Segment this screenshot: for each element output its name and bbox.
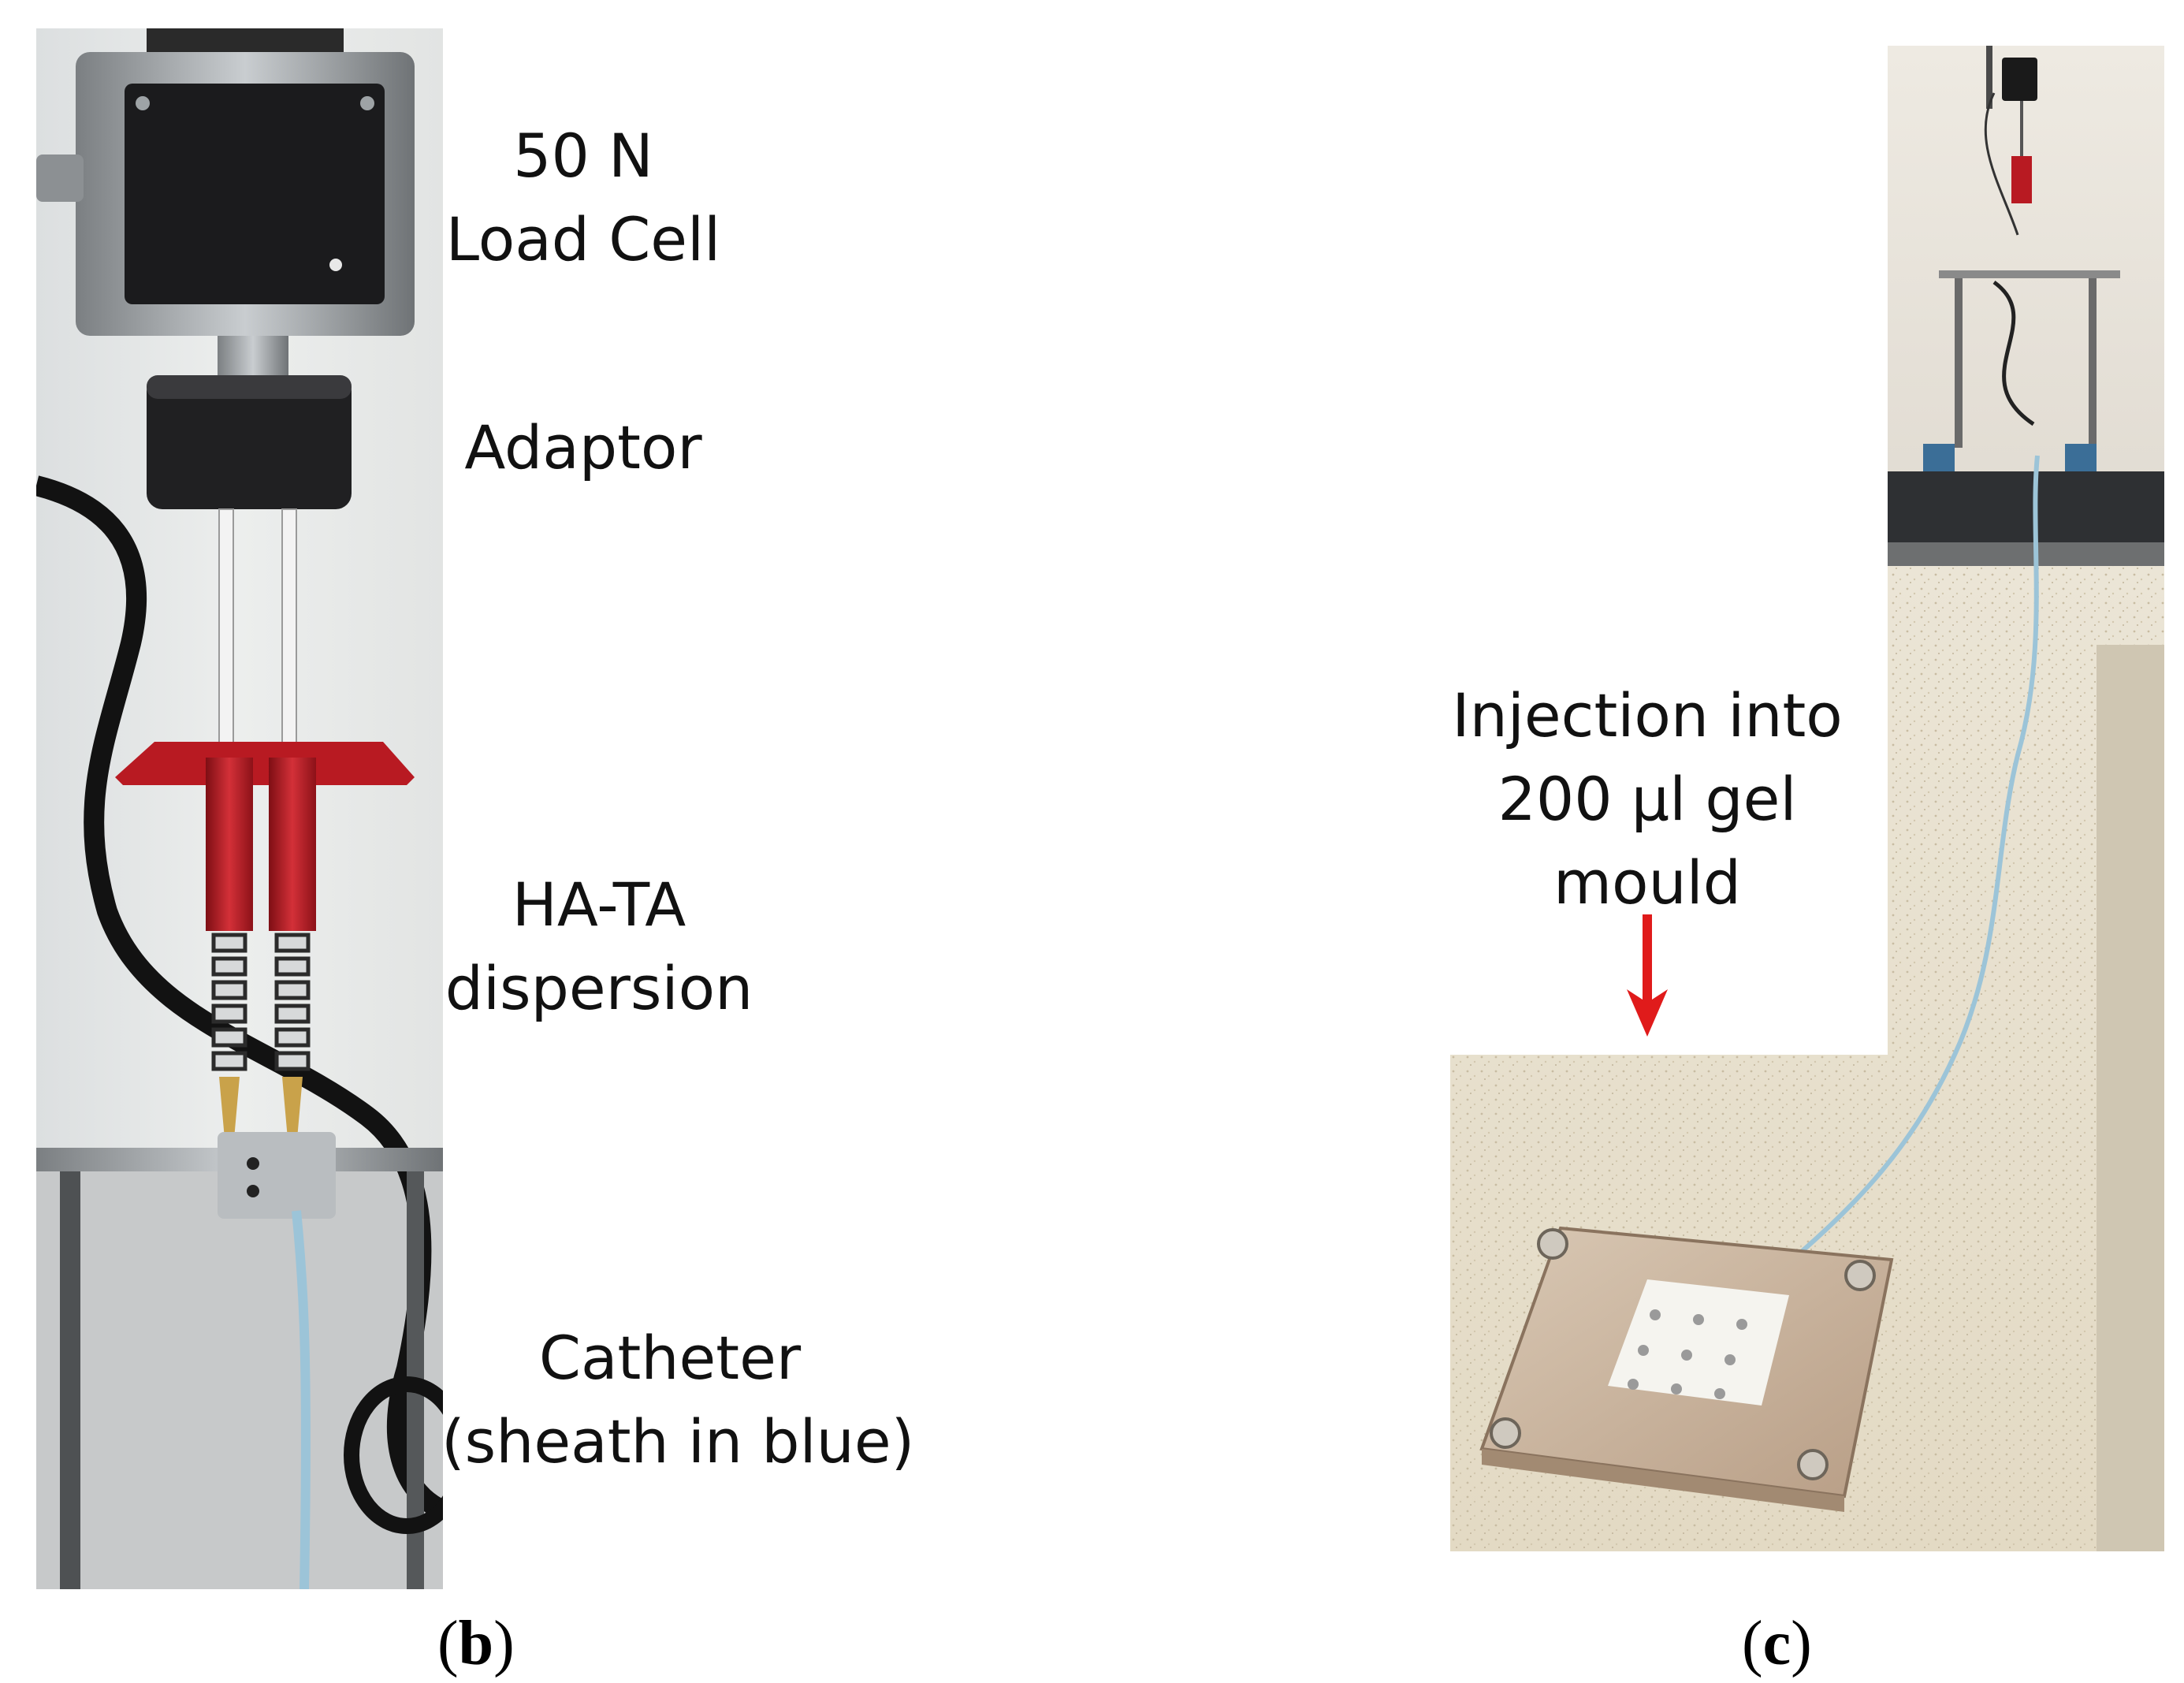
dispersion-label: HA-TA dispersion	[441, 863, 757, 1030]
adaptor-label: Adaptor	[441, 406, 725, 490]
load-cell-label-line1: 50 N	[513, 121, 653, 191]
catheter-label: Catheter (sheath in blue)	[441, 1316, 915, 1484]
panel-b-caption-open: (	[437, 1609, 459, 1678]
catheter-label-line1: Catheter	[538, 1323, 802, 1393]
panel-c-caption-letter: c	[1762, 1609, 1791, 1678]
arrow-down-icon	[1627, 914, 1668, 1037]
dispersion-label-line2: dispersion	[445, 953, 753, 1023]
photo-panel-c	[1450, 46, 2164, 1551]
dispersion-label-line1: HA-TA	[512, 869, 686, 940]
injection-label-line3: mould	[1553, 847, 1742, 918]
injection-label: Injection into 200 µl gel mould	[1419, 674, 1876, 925]
injection-arrow	[1624, 914, 1671, 1041]
load-cell-label: 50 N Load Cell	[441, 114, 725, 281]
panel-c-caption-open: (	[1742, 1609, 1763, 1678]
panel-b-caption-letter: b	[458, 1609, 494, 1678]
load-cell-label-line2: Load Cell	[445, 204, 721, 274]
adaptor-label-text: Adaptor	[464, 412, 702, 482]
injection-label-line1: Injection into	[1452, 680, 1843, 750]
photo-panel-c-illustration	[1450, 46, 2164, 1551]
photo-panel-b-illustration	[36, 28, 443, 1589]
catheter-label-line2: (sheath in blue)	[441, 1406, 915, 1476]
panel-b-caption: (b)	[437, 1608, 515, 1680]
photo-panel-b	[36, 28, 443, 1589]
panel-c-caption: (c)	[1742, 1608, 1812, 1680]
panel-b-caption-close: )	[493, 1609, 515, 1678]
panel-c-caption-close: )	[1791, 1609, 1812, 1678]
injection-label-line2: 200 µl gel	[1498, 764, 1797, 834]
